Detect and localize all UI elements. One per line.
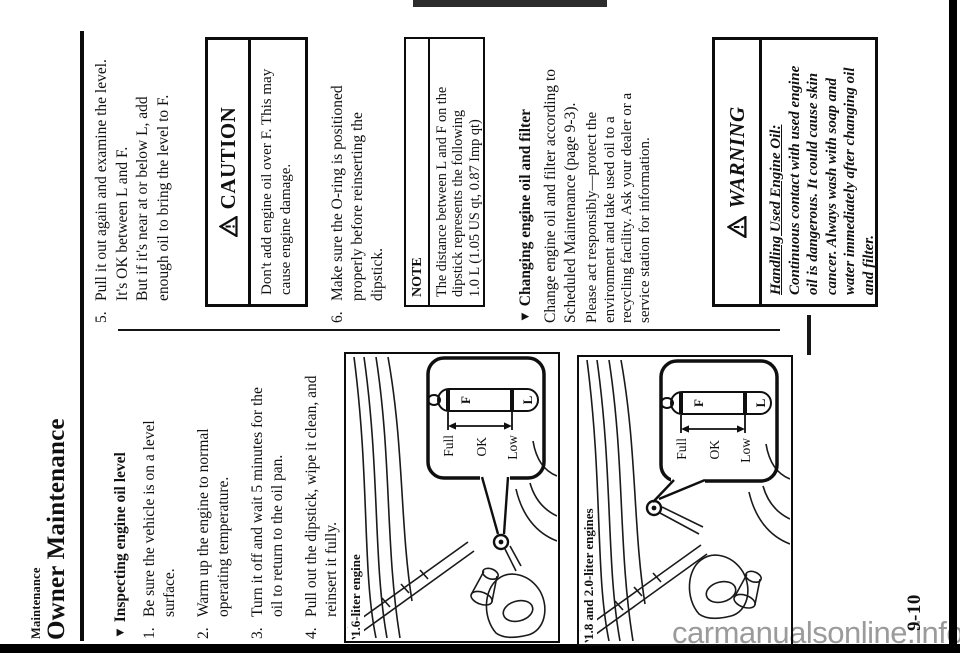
step-text: Turn it off and wait 5 minutes for the o…	[249, 387, 286, 617]
changing-paragraph-2: Please act responsibly—protect the envir…	[584, 92, 653, 323]
step-5: 5. Pull it out again and examine the lev…	[92, 23, 174, 323]
step-text: Warm up the engine to normal operating t…	[195, 428, 232, 617]
figure-18-20-liter-engines: 1.8 and 2.0-liter engines	[577, 355, 793, 646]
callout-balloon	[659, 359, 779, 483]
step-number: 5.	[93, 311, 110, 323]
dipstick-l-mark: L	[520, 395, 535, 404]
step-6: 6. Make sure the O-ring is positioned pr…	[328, 23, 388, 323]
note-header: NOTE	[406, 39, 430, 305]
figure-label: 1.6-liter engine	[348, 550, 364, 637]
dipstick-ok-label: OK	[474, 437, 489, 457]
note-box: NOTE The distance between L and F on the…	[404, 37, 485, 307]
dipstick-low-label: Low	[505, 435, 520, 460]
section-heading-inspecting: ▼ Inspecting engine oil level	[112, 452, 130, 639]
step-1: 1. Be sure the vehicle is on a level sur…	[140, 329, 179, 639]
step-number: 4.	[303, 627, 320, 639]
changing-paragraph-1: Change engine oil and filter according t…	[542, 69, 579, 323]
step-number: 3.	[249, 627, 266, 639]
scan-dash-artifact	[807, 315, 811, 355]
warning-triangle-icon	[727, 215, 747, 238]
dipstick-l-mark: L	[753, 398, 768, 407]
scan-streak-right	[413, 0, 607, 7]
dipstick-ok-label: OK	[707, 440, 722, 460]
caution-body: Don't add engine oil over F. This may ca…	[259, 68, 294, 295]
scan-edge-bottom	[949, 0, 957, 653]
step-text: Pull out the dipstick, wipe it clean, an…	[303, 375, 340, 618]
warning-text: Continuous contact with used engine oil …	[786, 65, 877, 295]
section-heading-text: Inspecting engine oil level	[112, 452, 129, 623]
caution-box: CAUTION Don't add engine oil over F. Thi…	[205, 37, 308, 307]
step-3: 3. Turn it off and wait 5 minutes for th…	[248, 329, 287, 639]
section-heading-changing: ▼ Changing engine oil and filter	[517, 109, 535, 323]
warning-body: Handling Used Engine Oil: Continuous con…	[762, 40, 879, 304]
section-heading-text: Changing engine oil and filter	[517, 109, 534, 307]
step-number: 2.	[195, 627, 212, 639]
dipstick-f-mark: F	[458, 396, 473, 404]
warning-triangle-icon	[218, 216, 238, 238]
engine-bay-illustration: F L Full OK Low	[580, 359, 790, 643]
step-text: Make sure the O-ring is positioned prope…	[329, 85, 386, 301]
dipstick-diagram: F L Full OK Low	[427, 388, 539, 460]
dipstick-f-mark: F	[691, 399, 706, 407]
engine-bay-illustration: F L Full OK Low	[347, 356, 557, 640]
callout-balloon	[426, 356, 546, 480]
warning-header: WARNING	[715, 40, 762, 304]
section-marker-icon: ▼	[112, 626, 127, 639]
step-4: 4. Pull out the dipstick, wipe it clean,…	[302, 329, 341, 640]
warning-header-text: WARNING	[724, 106, 749, 209]
figure-16-liter-engine: 1.6-liter engine	[344, 352, 560, 643]
step-text: Be sure the vehicle is on a level surfac…	[141, 420, 178, 617]
step-number: 1.	[141, 627, 158, 639]
note-body: The distance between L and F on the dips…	[434, 86, 483, 297]
watermark-text: carmanualsonline.info	[672, 615, 960, 650]
warning-box: WARNING Handling Used Engine Oil: Contin…	[712, 37, 878, 307]
page-title: Owner Maintenance	[43, 418, 70, 640]
dipstick-full-label: Full	[441, 435, 456, 457]
step-text: Pull it out again and examine the level.…	[93, 59, 172, 301]
dipstick-full-label: Full	[674, 438, 689, 460]
warning-title-line: Handling Used Engine Oil:	[768, 124, 784, 295]
caution-header-text: CAUTION	[215, 106, 240, 210]
oil-filter-icon	[470, 567, 499, 606]
caution-header: CAUTION	[208, 40, 251, 304]
header-rule	[80, 31, 84, 641]
dipstick-low-label: Low	[738, 438, 753, 463]
chapter-kicker: Maintenance	[29, 567, 43, 639]
step-number: 6.	[329, 311, 346, 323]
step-2: 2. Warm up the engine to normal operatin…	[194, 329, 233, 639]
dipstick-diagram: F L Full OK Low	[660, 391, 772, 463]
figure-label: 1.8 and 2.0-liter engines	[581, 504, 597, 640]
oil-filter-icon	[733, 570, 762, 609]
section-marker-icon: ▼	[517, 310, 532, 323]
